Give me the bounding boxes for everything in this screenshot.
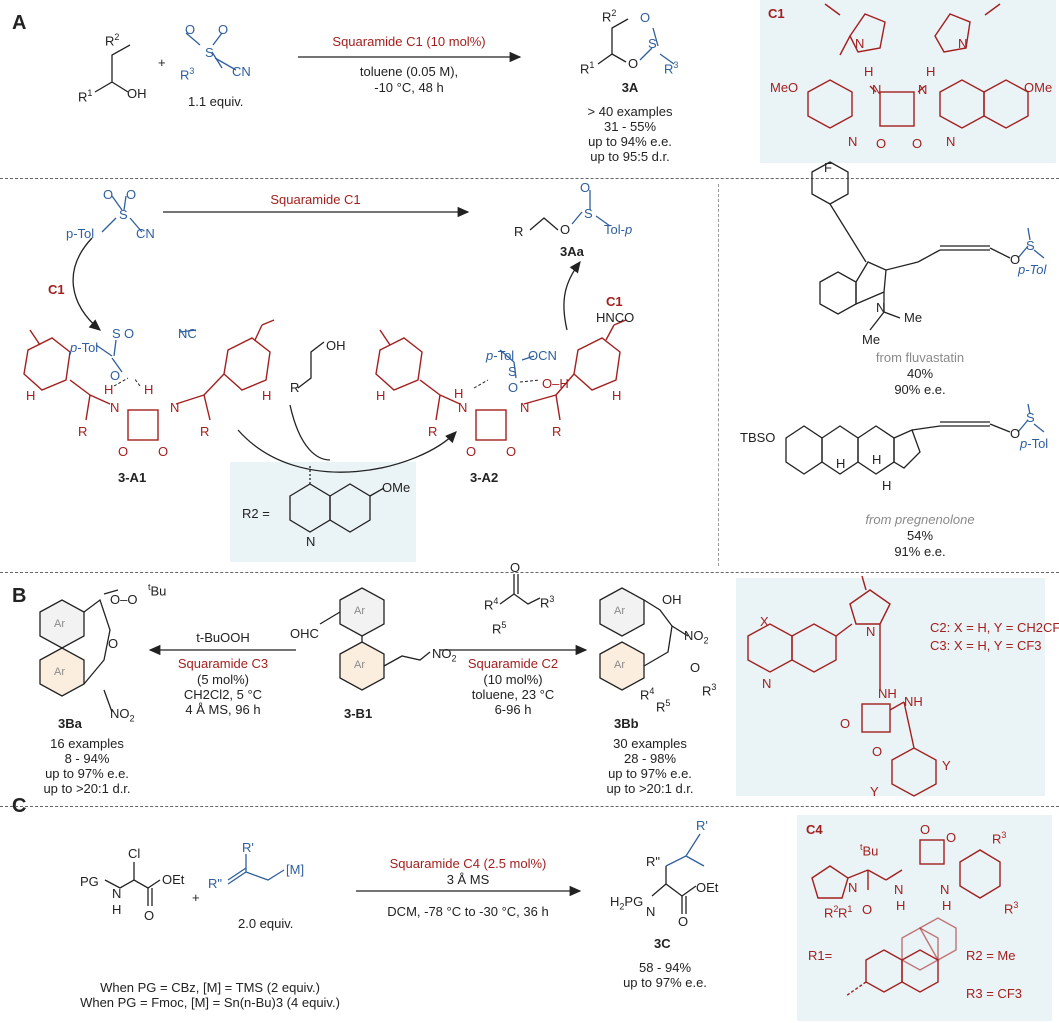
c1-meo: MeO [770, 80, 799, 95]
catalyst-c2-c3-box [736, 578, 1045, 796]
mechanism-start-ptol: p-Tol [66, 226, 95, 241]
divider-a-b [0, 572, 1059, 573]
c4-r1-def: R1= [808, 948, 833, 963]
example-1-ee: 90% e.e. [894, 382, 946, 397]
r2-definition: R2 = [242, 506, 270, 521]
left-reagent: t-BuOOH [196, 630, 250, 645]
result-a-1: 31 - 55% [603, 119, 657, 134]
mech-c1-out: C1 [606, 294, 623, 309]
conditions-c-2: DCM, -78 °C to -30 °C, 36 h [387, 904, 549, 919]
start-3b1-label: 3-B1 [344, 706, 373, 721]
note-c-1: When PG = CBz, [M] = TMS (2 equiv.) [100, 980, 320, 995]
reagent-equiv-a: 1.1 equiv. [188, 94, 244, 109]
r2-ome: OMe [382, 480, 411, 495]
catalyst-c1-label: C1 [768, 6, 785, 21]
catalyst-c2-def: C2: X = H, Y = CH2CF3 [930, 620, 1059, 635]
product-3bb-label: 3Bb [614, 716, 639, 731]
example-2-ee: 91% e.e. [894, 544, 946, 559]
c4-r2-def: R2 = Me [966, 948, 1016, 963]
catalyst-label-a: Squaramide C1 (10 mol%) [332, 34, 486, 49]
mechanism-catalyst-label: Squaramide C1 [270, 192, 361, 207]
alcohol-oh: OH [127, 86, 147, 101]
conditions-a-2: -10 °C, 48 h [374, 80, 444, 95]
divider-a-top [0, 178, 1059, 179]
c1-ome: OMe [1024, 80, 1053, 95]
divider-b-c [0, 806, 1059, 807]
panel-b-letter: B [12, 585, 27, 607]
result-c-1: up to 97% e.e. [623, 975, 707, 990]
example-1-source: from fluvastatin [875, 350, 965, 365]
product-3ba-label: 3Ba [58, 716, 82, 731]
product-3a-label: 3A [621, 80, 639, 95]
left-catalyst: Squaramide C3 [177, 656, 269, 671]
r2-definition-box [230, 462, 416, 562]
divider-vertical [718, 184, 719, 566]
example-1-yield: 40% [906, 366, 934, 381]
result-a-3: up to 95:5 d.r. [590, 149, 670, 164]
catalyst-c4-label: C4 [806, 822, 823, 837]
conditions-a-1: toluene (0.05 M), [359, 64, 459, 79]
right-catalyst: Squaramide C2 [467, 656, 559, 671]
conditions-c-1: 3 Å MS [446, 872, 490, 887]
example-2-yield: 54% [906, 528, 934, 543]
mech-c1-in: C1 [48, 282, 65, 297]
intermediate-3a1-label: 3-A1 [118, 470, 147, 485]
product-3c-label: 3C [654, 936, 671, 951]
panel-a-letter: A [12, 12, 27, 34]
result-a-0: > 40 examples [587, 104, 673, 119]
result-c-0: 58 - 94% [638, 960, 692, 975]
catalyst-label-c: Squaramide C4 (2.5 mol%) [389, 856, 547, 871]
product-3aa-label: 3Aa [560, 244, 584, 259]
catalyst-c4-box [797, 815, 1052, 1021]
example-2-source: from pregnenolone [865, 512, 975, 527]
intermediate-3a2-label: 3-A2 [470, 470, 499, 485]
catalyst-c3-def: C3: X = H, Y = CF3 [930, 638, 1042, 653]
catalyst-c1-box [760, 0, 1056, 163]
mech-byproduct: HNCO [596, 310, 635, 325]
note-c-2: When PG = Fmoc, [M] = Sn(n-Bu)3 (4 equiv… [80, 995, 340, 1010]
reagent-equiv-c: 2.0 equiv. [238, 916, 294, 931]
c4-r3-def: R3 = CF3 [966, 986, 1022, 1001]
result-a-2: up to 94% e.e. [588, 134, 672, 149]
